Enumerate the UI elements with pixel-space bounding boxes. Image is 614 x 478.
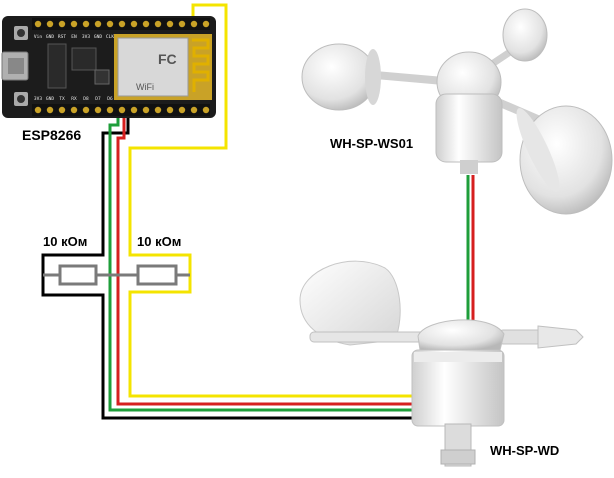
- pin-sd1: [142, 20, 150, 28]
- pin-label: EN: [71, 34, 77, 40]
- anemometer-body: [435, 93, 503, 163]
- pin-gnd: [46, 106, 54, 114]
- pin-label: 3V3: [82, 34, 90, 40]
- pin-3v3: [82, 20, 90, 28]
- pin-rsv: [178, 20, 186, 28]
- anemometer-label: WH-SP-WS01: [330, 136, 413, 151]
- wire-yellow: [128, 3, 418, 398]
- pin-label: GND: [94, 34, 102, 40]
- cup-left: [301, 43, 377, 111]
- pin-label: TX: [59, 96, 65, 102]
- pin-sd2: [154, 20, 162, 28]
- pin-label: D8: [83, 96, 89, 102]
- module-text: WiFi: [136, 82, 154, 92]
- resistor-right-label: 10 кОм: [137, 234, 181, 249]
- pin-en: [70, 20, 78, 28]
- pin-label: RX: [71, 96, 77, 102]
- resistor-right: [130, 264, 190, 286]
- pin-vin: [34, 20, 42, 28]
- top-pin-header: [34, 20, 210, 28]
- pin-label: CLK: [106, 34, 114, 40]
- pin-label: RST: [58, 34, 66, 40]
- pin-rst: [58, 20, 66, 28]
- pin-clk: [106, 20, 114, 28]
- pin-3v3: [142, 106, 150, 114]
- esp8266-board: VinGNDRSTEN3V3GNDCLKSD0CMDSD1SD2SD3RSVRS…: [1, 16, 216, 118]
- pin-gnd: [130, 106, 138, 114]
- pin-d8: [82, 106, 90, 114]
- pin-d5: [118, 106, 126, 114]
- wire-black: [41, 118, 418, 420]
- board-label: ESP8266: [22, 127, 81, 143]
- cup-top: [502, 8, 548, 62]
- vane-pointer: [537, 325, 584, 349]
- pin-a0: [202, 20, 210, 28]
- resistor-left-label: 10 кОм: [43, 234, 87, 249]
- resistor-left: [43, 264, 103, 286]
- pin-sd0: [118, 20, 126, 28]
- anemometer: [301, 8, 613, 215]
- pin-label: GND: [46, 96, 54, 102]
- pin-d3: [166, 106, 174, 114]
- module-brand: FC: [158, 51, 177, 67]
- pin-d1: [190, 106, 198, 114]
- pin-gnd: [46, 20, 54, 28]
- pin-d0: [202, 106, 210, 114]
- antenna-icon: [192, 38, 210, 92]
- cup-right: [519, 105, 613, 215]
- pin-d4: [154, 106, 162, 114]
- pin-cmd: [130, 20, 138, 28]
- pin-d6: [106, 106, 114, 114]
- wind-vane: [299, 260, 584, 467]
- pin-rx: [70, 106, 78, 114]
- pin-label: D7: [95, 96, 101, 102]
- pin-sd3: [166, 20, 174, 28]
- pin-gnd: [94, 20, 102, 28]
- pin-3v3: [34, 106, 42, 114]
- pin-rsv: [190, 20, 198, 28]
- pin-d7: [94, 106, 102, 114]
- pin-label: D6: [107, 96, 113, 102]
- pin-label: GND: [46, 34, 54, 40]
- vane-label: WH-SP-WD: [490, 443, 559, 458]
- bottom-pin-header: [34, 106, 210, 114]
- pin-d2: [178, 106, 186, 114]
- pin-label: 3V3: [34, 96, 42, 102]
- pin-label: Vin: [34, 34, 42, 40]
- pin-tx: [58, 106, 66, 114]
